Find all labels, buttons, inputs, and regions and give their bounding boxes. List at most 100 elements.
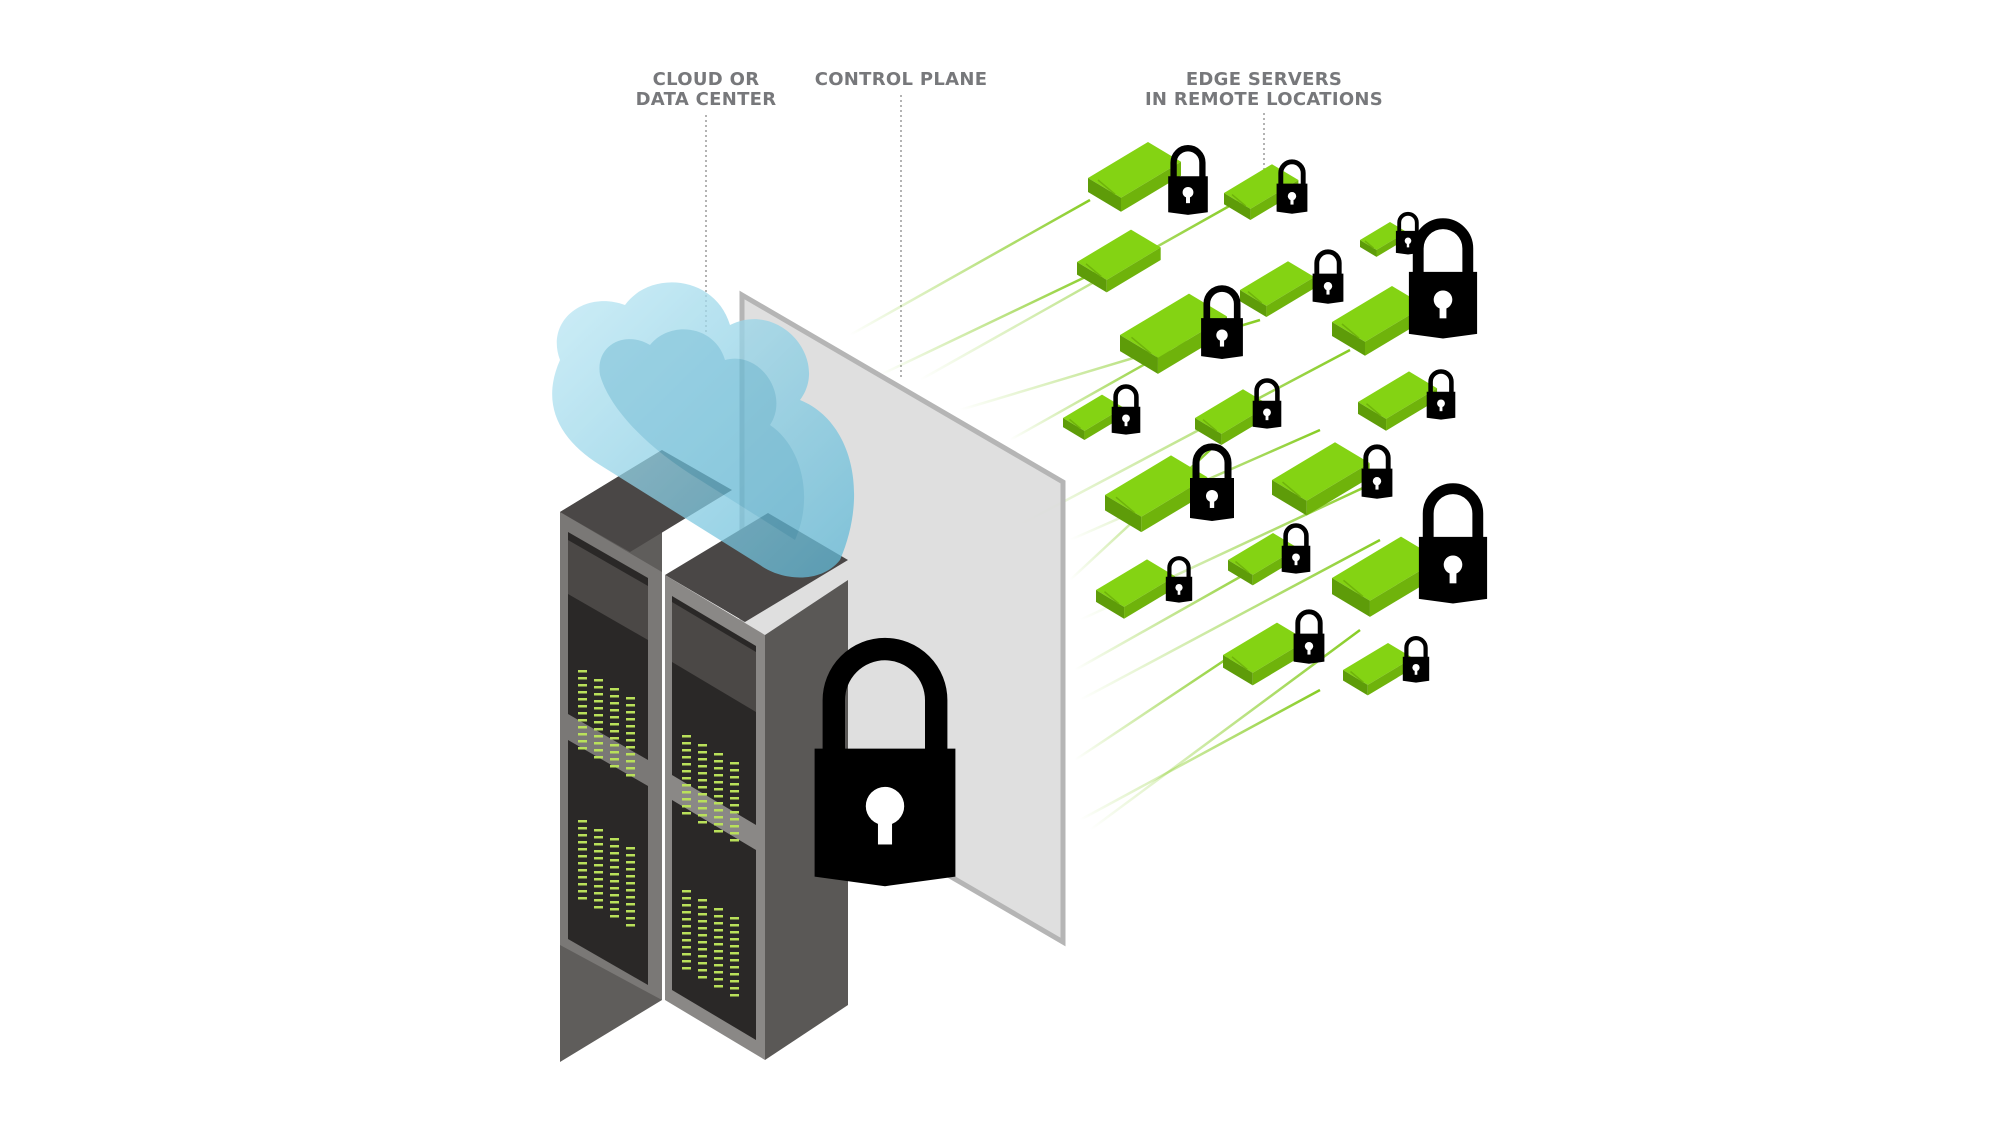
rack-led [578, 890, 587, 893]
rack-led [730, 945, 739, 948]
rack-led [578, 827, 587, 830]
rack-led [730, 952, 739, 955]
rack-led [682, 918, 691, 921]
rack-led [698, 962, 707, 965]
rack-led [682, 932, 691, 935]
padlock-icon [1418, 483, 1488, 604]
rack-led [578, 869, 587, 872]
rack-led [610, 744, 619, 747]
rack-led [730, 917, 739, 920]
rack-led [714, 964, 723, 967]
rack-led [626, 924, 635, 927]
rack-led [610, 765, 619, 768]
rack-led [578, 747, 587, 750]
rack-led [578, 820, 587, 823]
rack-led [698, 786, 707, 789]
rack-led [730, 832, 739, 835]
beam-line [1074, 558, 1271, 672]
rack-led [594, 885, 603, 888]
rack-led [610, 859, 619, 862]
rack-led [578, 733, 587, 736]
rack-led [698, 955, 707, 958]
rack-led [714, 795, 723, 798]
control-plane-label: CONTROL PLANE [814, 69, 988, 90]
rack-led [610, 716, 619, 719]
rack-led [578, 670, 587, 673]
rack-led [698, 800, 707, 803]
cloud-data-center-label: CLOUD OR DATA CENTER [635, 69, 777, 110]
rack-led [698, 906, 707, 909]
rack-led [578, 841, 587, 844]
rack-led [698, 814, 707, 817]
edge-server-icon [1223, 622, 1307, 686]
rack-led [730, 987, 739, 990]
rack-led [610, 709, 619, 712]
padlock-icon [1281, 523, 1311, 574]
rack-led [714, 809, 723, 812]
padlock-icon [1165, 556, 1193, 603]
rack-led [626, 697, 635, 700]
padlock-icon [1312, 249, 1344, 304]
rack-led [730, 790, 739, 793]
rack-led [594, 892, 603, 895]
beam-line [1079, 688, 1321, 822]
server-racks [560, 450, 848, 1062]
beam-line [849, 198, 1091, 337]
rack-led [698, 765, 707, 768]
rack-led [594, 742, 603, 745]
rack-led [682, 960, 691, 963]
rack-led [626, 725, 635, 728]
rack-led [698, 807, 707, 810]
rack-led [610, 887, 619, 890]
control-plane-lock-icon [814, 637, 956, 887]
rack-led [682, 897, 691, 900]
rack-led [610, 852, 619, 855]
rack-led [610, 901, 619, 904]
rack-led [594, 857, 603, 860]
rack-led [594, 836, 603, 839]
rack-led [730, 931, 739, 934]
rack-led [594, 728, 603, 731]
rack-led [714, 788, 723, 791]
rack-led [714, 908, 723, 911]
rack-led [610, 845, 619, 848]
beam-line [1074, 648, 1241, 762]
rack-led [698, 751, 707, 754]
padlock-icon [1402, 636, 1430, 683]
rack-led [578, 855, 587, 858]
padlock-icon [1426, 369, 1456, 420]
padlock-icon [1276, 159, 1308, 214]
rack-led [594, 864, 603, 867]
rack-led [714, 774, 723, 777]
rack-led [682, 742, 691, 745]
rack-led [730, 783, 739, 786]
rack-led [594, 878, 603, 881]
rack-led [698, 779, 707, 782]
rack-led [682, 798, 691, 801]
rack-led [626, 903, 635, 906]
rack-led [730, 994, 739, 997]
rack-led [594, 707, 603, 710]
rack-led [730, 797, 739, 800]
rack-led [594, 829, 603, 832]
rack-led [626, 753, 635, 756]
rack-led [610, 838, 619, 841]
rack-led [698, 976, 707, 979]
rack-led [578, 883, 587, 886]
rack-led [594, 693, 603, 696]
rack-led [578, 705, 587, 708]
rack-led [626, 774, 635, 777]
rack-led [610, 688, 619, 691]
rack-led [730, 776, 739, 779]
rack-led [682, 777, 691, 780]
rack-led [578, 677, 587, 680]
rack-led [698, 744, 707, 747]
edge-servers [1063, 142, 1488, 696]
beam-line [1079, 538, 1381, 702]
rack-led [594, 756, 603, 759]
rack-led [578, 691, 587, 694]
padlock-icon [814, 637, 956, 887]
rack-led [698, 948, 707, 951]
rack-led [610, 730, 619, 733]
rack-led [626, 896, 635, 899]
